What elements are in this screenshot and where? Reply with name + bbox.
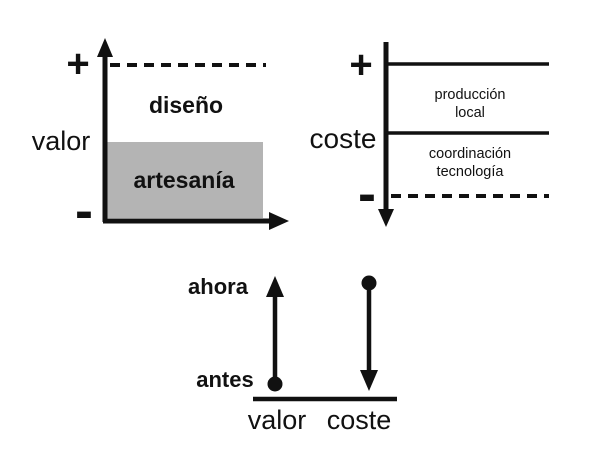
valor-chart-lines [97,38,289,230]
ahora-label: ahora [188,273,248,299]
valor-y-axis-arrowhead [97,38,113,57]
valor-column-label: valor [247,404,307,435]
valor-up-arrowhead [266,276,284,297]
valor-plus-sign: + [66,42,90,86]
coste-axis-label: coste [309,123,377,155]
antes-label: antes [196,366,254,392]
produccion-local-label: producción local [434,86,506,121]
comparison-lines [253,275,397,402]
coordinacion-tecnologia-label: coordinación tecnología [428,145,512,180]
coste-column-label: coste [326,404,392,435]
valor-x-axis-arrowhead [269,212,289,230]
diseno-region-label: diseño [148,92,224,119]
artesania-region [107,142,263,218]
coste-down-arrowhead [360,370,378,391]
valor-axis-label: valor [31,125,91,156]
artesania-region-label: artesanía [133,167,235,194]
coste-plus-sign: + [349,43,373,87]
coste-axis-arrowhead [378,209,394,227]
coste-minus-sign: - [358,164,376,224]
coste-chart-lines [378,42,549,227]
valor-start-dot [267,376,283,392]
valor-minus-sign: - [75,181,93,241]
